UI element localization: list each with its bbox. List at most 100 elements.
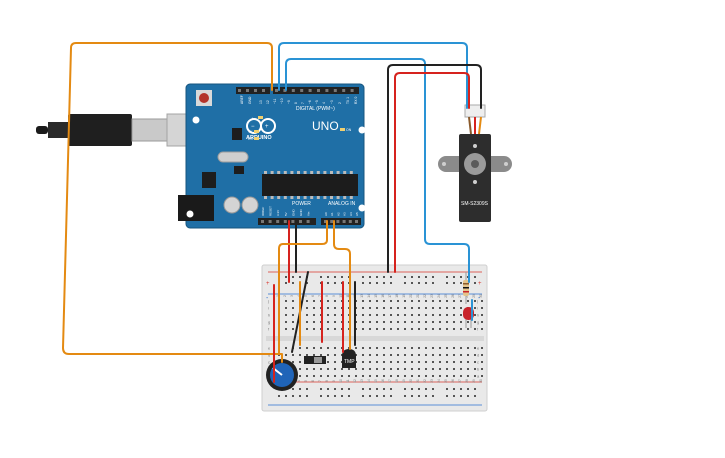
analog-pin-label: A2	[336, 212, 340, 216]
potentiometer[interactable]	[266, 359, 298, 391]
usb-cable[interactable]	[36, 113, 190, 147]
header-pin	[317, 89, 320, 92]
breadboard-hole	[327, 368, 329, 370]
breadboard-hole	[432, 328, 434, 330]
resistor[interactable]	[463, 272, 469, 304]
breadboard-hole	[383, 361, 385, 363]
rail-hole	[390, 276, 392, 278]
header-pin	[246, 89, 249, 92]
breadboard-hole	[376, 375, 378, 377]
rail-hole	[292, 395, 294, 397]
led-on-label: ON	[346, 128, 352, 132]
breadboard-hole	[446, 368, 448, 370]
analog-pin-label: A1	[330, 212, 334, 216]
wire-orange-a1[interactable]	[333, 220, 351, 350]
chip-pin	[277, 196, 281, 199]
breadboard-hole	[411, 314, 413, 316]
servo-shaft	[471, 160, 479, 168]
breadboard-hole	[383, 321, 385, 323]
chip-pin	[336, 196, 340, 199]
column-number: 18	[395, 379, 399, 383]
wire-orange-a0[interactable]	[278, 220, 328, 355]
breadboard[interactable]: 1122334455667788991010111112121313141415…	[261, 264, 488, 412]
breadboard-hole	[334, 361, 336, 363]
breadboard-hole	[306, 328, 308, 330]
rail-hole	[341, 388, 343, 390]
row-letter: g	[268, 320, 270, 325]
rail-hole	[446, 395, 448, 397]
breadboard-hole	[362, 361, 364, 363]
led-tx	[254, 130, 259, 133]
wire-red-servo-power[interactable]	[394, 72, 470, 273]
rail-hole	[285, 276, 287, 278]
breadboard-hole	[404, 321, 406, 323]
breadboard-hole	[418, 314, 420, 316]
chip-pin	[283, 196, 287, 199]
breadboard-hole	[299, 375, 301, 377]
chip-pin	[336, 171, 340, 174]
wires	[62, 42, 482, 383]
digital-pin-label: AREF	[240, 95, 244, 104]
breadboard-hole	[327, 354, 329, 356]
slide-switch-knob[interactable]	[314, 357, 322, 363]
digital-pin-label: 7	[301, 102, 305, 104]
wire-orange-pot-signal[interactable]	[62, 42, 283, 363]
rail-hole	[376, 388, 378, 390]
breadboard-hole	[376, 307, 378, 309]
breadboard-hole	[446, 375, 448, 377]
digital-pin-label: 2	[338, 102, 342, 104]
rail-hole	[369, 388, 371, 390]
breadboard-hole	[292, 321, 294, 323]
breadboard-hole	[453, 307, 455, 309]
column-number: 30	[479, 294, 483, 298]
breadboard-hole	[306, 314, 308, 316]
rail-hole	[348, 395, 350, 397]
wire-black-servo-ground[interactable]	[387, 64, 482, 273]
rail-hole	[369, 395, 371, 397]
power-header-label: POWER	[292, 201, 311, 207]
breadboard-hole	[425, 300, 427, 302]
breadboard-hole	[481, 375, 483, 377]
rail-hole	[285, 282, 287, 284]
breadboard-hole	[467, 361, 469, 363]
breadboard-hole	[383, 368, 385, 370]
breadboard-hole	[306, 300, 308, 302]
column-number: 14	[367, 379, 371, 383]
breadboard-hole	[334, 307, 336, 309]
breadboard-hole	[418, 375, 420, 377]
rail-hole	[362, 388, 364, 390]
power-pin-label: 5V	[284, 212, 288, 216]
rail-hole	[404, 282, 406, 284]
breadboard-hole	[341, 354, 343, 356]
rail-hole	[411, 388, 413, 390]
slide-switch[interactable]	[304, 356, 326, 364]
servo-motor[interactable]: SM-S2309S	[438, 104, 512, 222]
rail-hole	[369, 276, 371, 278]
temperature-sensor[interactable]: TMP	[342, 349, 356, 368]
breadboard-hole	[439, 375, 441, 377]
column-number: 27	[458, 294, 462, 298]
rail-hole	[460, 395, 462, 397]
breadboard-hole	[439, 321, 441, 323]
rail-hole	[460, 282, 462, 284]
rail-hole	[369, 282, 371, 284]
breadboard-hole	[460, 314, 462, 316]
wire-blue-led[interactable]	[285, 58, 470, 283]
atmega-microcontroller	[262, 174, 358, 196]
arduino-logo-right-ring	[260, 118, 276, 134]
arduino-brand-label: ARDUINO	[246, 135, 272, 141]
breadboard-hole	[362, 321, 364, 323]
power-pin-label: Vin	[307, 211, 311, 216]
breadboard-hole	[348, 368, 350, 370]
column-number: 28	[465, 379, 469, 383]
breadboard-hole	[334, 328, 336, 330]
rail-hole	[404, 276, 406, 278]
column-number: 13	[360, 294, 364, 298]
wire-blue-servo-signal[interactable]	[278, 42, 468, 109]
breadboard-hole	[292, 314, 294, 316]
breadboard-hole	[334, 375, 336, 377]
breadboard-hole	[453, 361, 455, 363]
